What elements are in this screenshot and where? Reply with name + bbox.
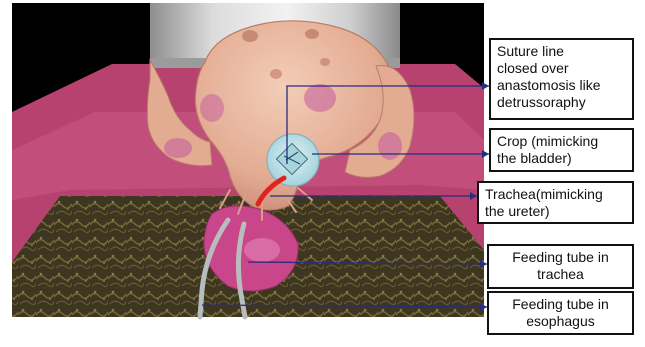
callout-trachea-text-2: the ureter) (485, 203, 626, 220)
callout-feeding-tube-esophagus: Feeding tube in esophagus (487, 291, 634, 335)
arrowhead-suture (482, 82, 489, 90)
callout-trachea-text-1: Trachea(mimicking (485, 186, 626, 203)
callout-suture-text-3: anastomosis like (497, 77, 626, 94)
callout-tube-esophagus-text-1: Feeding tube in (495, 296, 626, 313)
callout-suture-line: Suture line closed over anastomosis like… (489, 38, 634, 120)
callout-suture-text-2: closed over (497, 60, 626, 77)
callout-tube-trachea-text-1: Feeding tube in (495, 249, 626, 266)
callout-suture-text-1: Suture line (497, 43, 626, 60)
callout-suture-text-4: detrussoraphy (497, 94, 626, 111)
callout-crop-text-1: Crop (mimicking (497, 133, 626, 150)
callout-crop: Crop (mimicking the bladder) (489, 128, 634, 172)
callout-tube-trachea-text-2: trachea (495, 266, 626, 283)
callout-trachea: Trachea(mimicking the ureter) (477, 181, 634, 224)
callout-tube-esophagus-text-2: esophagus (495, 313, 626, 330)
callout-crop-text-2: the bladder) (497, 150, 626, 167)
callout-feeding-tube-trachea: Feeding tube in trachea (487, 244, 634, 289)
arrowhead-crop (482, 150, 489, 158)
